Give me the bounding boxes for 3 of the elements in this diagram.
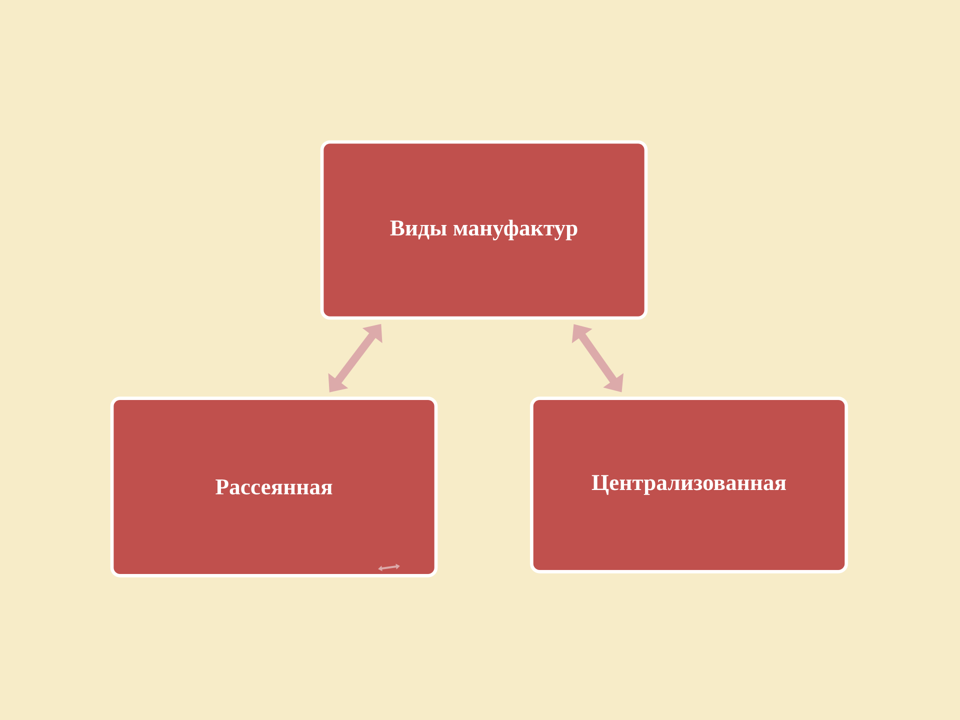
process-box: Виды мануфактур	[320, 140, 648, 320]
process-box: Рассеянная	[110, 396, 438, 578]
process-box: Централизованная	[530, 396, 848, 574]
